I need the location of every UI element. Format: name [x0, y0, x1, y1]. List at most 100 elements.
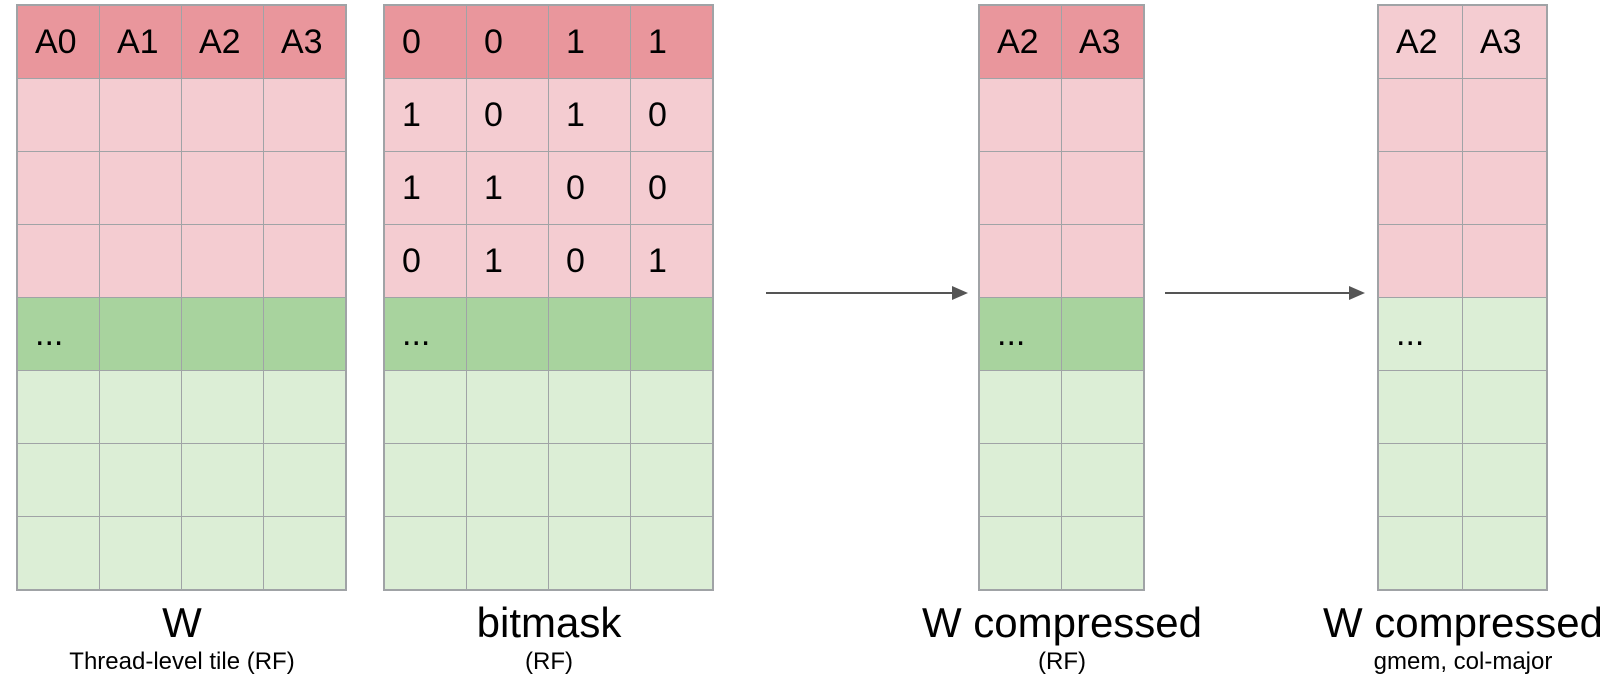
- grid-cell: [1379, 517, 1462, 589]
- grid-cell: [1463, 517, 1546, 589]
- grid-cell: [18, 517, 99, 589]
- grid-cell: [1062, 298, 1143, 370]
- grid-cell: 0: [385, 225, 466, 297]
- grid-cell: A2: [1379, 6, 1462, 78]
- bitmask-label: bitmask (RF): [379, 599, 719, 676]
- grid-cell: [385, 517, 466, 589]
- grid-cell: [980, 225, 1061, 297]
- grid-cell: [182, 225, 263, 297]
- grid-cell: [1379, 444, 1462, 516]
- grid-cell: [631, 298, 712, 370]
- grid-cell: [100, 298, 181, 370]
- grid-cell: A3: [1062, 6, 1143, 78]
- grid-cell: 1: [385, 152, 466, 224]
- grid-cell: [264, 152, 345, 224]
- grid-cell: [100, 225, 181, 297]
- grid-cell: [1062, 444, 1143, 516]
- grid-cell: [182, 79, 263, 151]
- grid-cell: [1379, 152, 1462, 224]
- w-compressed-rf-subtitle: (RF): [1038, 648, 1086, 675]
- bitmask-title: bitmask: [476, 599, 622, 646]
- grid-cell: [631, 371, 712, 443]
- grid-cell: [549, 517, 630, 589]
- grid-cell: [182, 517, 263, 589]
- grid-cell: [1463, 152, 1546, 224]
- grid-cell: A3: [1463, 6, 1546, 78]
- grid-cell: [385, 371, 466, 443]
- grid-cell: [1062, 79, 1143, 151]
- grid-cell: [631, 444, 712, 516]
- right-arrow-bitmask-to-compressed-icon: [766, 286, 968, 300]
- grid-cell: [100, 79, 181, 151]
- grid-cell: [264, 79, 345, 151]
- grid-cell: [100, 517, 181, 589]
- grid-cell: [1463, 298, 1546, 370]
- grid-cell: [980, 152, 1061, 224]
- grid-cell: [18, 225, 99, 297]
- grid-cell: [1062, 517, 1143, 589]
- grid-cell: 0: [549, 225, 630, 297]
- grid-cell: 1: [467, 152, 548, 224]
- grid-cell: A1: [100, 6, 181, 78]
- grid-cell: 0: [385, 6, 466, 78]
- grid-cell: [467, 298, 548, 370]
- grid-cell: [182, 444, 263, 516]
- grid-cell: [18, 79, 99, 151]
- grid-cell: [1379, 225, 1462, 297]
- grid-cell: A2: [182, 6, 263, 78]
- grid-cell: [1379, 371, 1462, 443]
- grid-cell: [18, 371, 99, 443]
- grid-cell: 0: [631, 79, 712, 151]
- grid-cell: [1062, 225, 1143, 297]
- grid-cell: ...: [18, 298, 99, 370]
- grid-cell: ...: [980, 298, 1061, 370]
- grid-cell: [18, 152, 99, 224]
- grid-cell: ...: [385, 298, 466, 370]
- grid-cell: [549, 444, 630, 516]
- grid-cell: [264, 444, 345, 516]
- grid-cell: [1463, 79, 1546, 151]
- grid-cell: 1: [549, 79, 630, 151]
- grid-cell: [1463, 444, 1546, 516]
- grid-cell: [980, 517, 1061, 589]
- right-arrow-rf-to-gmem-icon: [1165, 286, 1365, 300]
- grid-cell: 1: [385, 79, 466, 151]
- grid-cell: [100, 444, 181, 516]
- w-subtitle: Thread-level tile (RF): [69, 648, 295, 675]
- grid-cell: A3: [264, 6, 345, 78]
- grid-cell: [467, 371, 548, 443]
- grid-cell: [549, 371, 630, 443]
- grid-cell: [264, 517, 345, 589]
- grid-cell: A0: [18, 6, 99, 78]
- grid-cell: [264, 298, 345, 370]
- grid-cell: [980, 79, 1061, 151]
- grid-cell: [1062, 152, 1143, 224]
- grid-cell: 1: [467, 225, 548, 297]
- grid-cell: [1062, 371, 1143, 443]
- grid-cell: [467, 444, 548, 516]
- grid-cell: [1463, 371, 1546, 443]
- w-compressed-gmem-label: W compressed gmem, col-major: [1293, 599, 1600, 676]
- w-compressed-gmem-subtitle: gmem, col-major: [1373, 648, 1553, 675]
- grid-cell: 1: [631, 6, 712, 78]
- grid-cell: [264, 225, 345, 297]
- grid-cell: [467, 517, 548, 589]
- grid-cell: [980, 371, 1061, 443]
- w-compressed-rf-label: W compressed (RF): [892, 600, 1232, 676]
- w-label: W Thread-level tile (RF): [12, 600, 352, 676]
- grid-cell: [631, 517, 712, 589]
- grid-cell: 1: [549, 6, 630, 78]
- grid-cell: 0: [549, 152, 630, 224]
- grid-cell: 0: [631, 152, 712, 224]
- w-compressed-gmem-title: W compressed: [1322, 599, 1600, 646]
- grid-cell: ...: [1379, 298, 1462, 370]
- grid-cell: [182, 298, 263, 370]
- grid-cell: 1: [631, 225, 712, 297]
- grid-cell: [1379, 79, 1462, 151]
- grid-cell: [100, 371, 181, 443]
